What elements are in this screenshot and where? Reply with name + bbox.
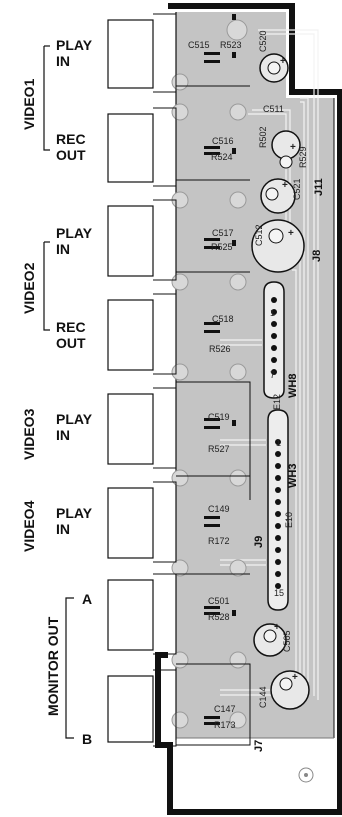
capacitors [251,53,310,710]
label-c517: C517 [212,228,234,238]
label-wh3: WH3 [287,464,299,488]
label-r529: R529 [298,146,308,168]
label-c516: C516 [212,136,234,146]
jack-video1-play [107,19,154,89]
jack-video4-play [107,487,154,559]
label-v1-play: PLAY [56,37,93,53]
label-r528: R528 [208,612,230,622]
pin-e10-15: 15 [274,588,284,598]
label-v4-play: PLAY [56,505,93,521]
rca-jacks [107,19,154,743]
label-r527: R527 [208,444,230,454]
label-c515: C515 [188,40,210,50]
label-v1-in: IN [56,53,70,69]
jack-video1-rec [107,113,154,183]
polarity-c144: + [292,672,298,683]
label-r526: R526 [209,344,231,354]
label-v1-out: OUT [56,147,86,163]
label-c518: C518 [212,314,234,324]
label-v2-in: IN [56,241,70,257]
jack-video2-rec [107,299,154,371]
label-c520: C520 [258,30,268,52]
label-r172: R172 [208,536,230,546]
label-j8: J8 [311,250,323,262]
label-v4-in: IN [56,521,70,537]
label-wh8: WH8 [287,374,299,398]
label-c511: C511 [263,104,284,114]
connector-e10 [267,409,289,611]
polarity-c505: + [274,622,280,633]
bracket-lines [43,45,74,739]
label-video1: VIDEO1 [21,78,37,130]
pin-e12-1: 1 [270,308,275,318]
label-c147: C147 [214,704,236,714]
polarity-c512: + [288,228,294,239]
label-video3: VIDEO3 [21,408,37,460]
jack-video2-play [107,205,154,277]
label-c144: C144 [258,686,268,708]
label-video4: VIDEO4 [21,500,37,552]
jack-monitor-a [107,579,154,651]
label-j9: J9 [253,536,265,548]
label-monitor-out: MONITOR OUT [45,616,61,716]
label-v2-play: PLAY [56,225,93,241]
label-monitor-a: A [82,591,92,607]
label-v2-rec: REC [56,319,86,335]
label-c521: C521 [292,178,302,200]
board-outline [155,3,342,815]
jack-video3-play [107,393,154,465]
component-footprints [204,14,236,725]
polarity-c502: + [290,142,296,153]
label-r523: R523 [220,40,242,50]
label-r173: R173 [214,720,236,730]
label-c505: C505 [282,630,292,652]
label-c512: C512 [254,224,264,246]
label-c519: C519 [208,412,230,422]
label-e10: E10 [284,512,294,528]
label-v2-out: OUT [56,335,86,351]
label-v3-in: IN [56,427,70,443]
label-r524: R524 [211,152,233,162]
label-c501: C501 [208,596,230,606]
label-j11: J11 [313,178,325,196]
connector-e12 [263,281,285,399]
label-video2: VIDEO2 [21,262,37,314]
pin-e12-7: 7 [270,370,275,380]
label-c149: C149 [208,504,230,514]
jack-monitor-b [107,675,154,743]
pcb-body [176,12,334,738]
label-monitor-b: B [82,731,92,747]
label-r502: R502 [258,126,268,148]
label-e12: E12 [272,394,282,410]
label-v3-play: PLAY [56,411,93,427]
label-j7: J7 [253,740,265,752]
pin-e10-1: 1 [276,438,281,448]
polarity-c521: + [282,180,288,191]
label-v1-rec: REC [56,131,86,147]
polarity-c520: + [280,56,286,67]
label-r525: R525 [211,242,233,252]
